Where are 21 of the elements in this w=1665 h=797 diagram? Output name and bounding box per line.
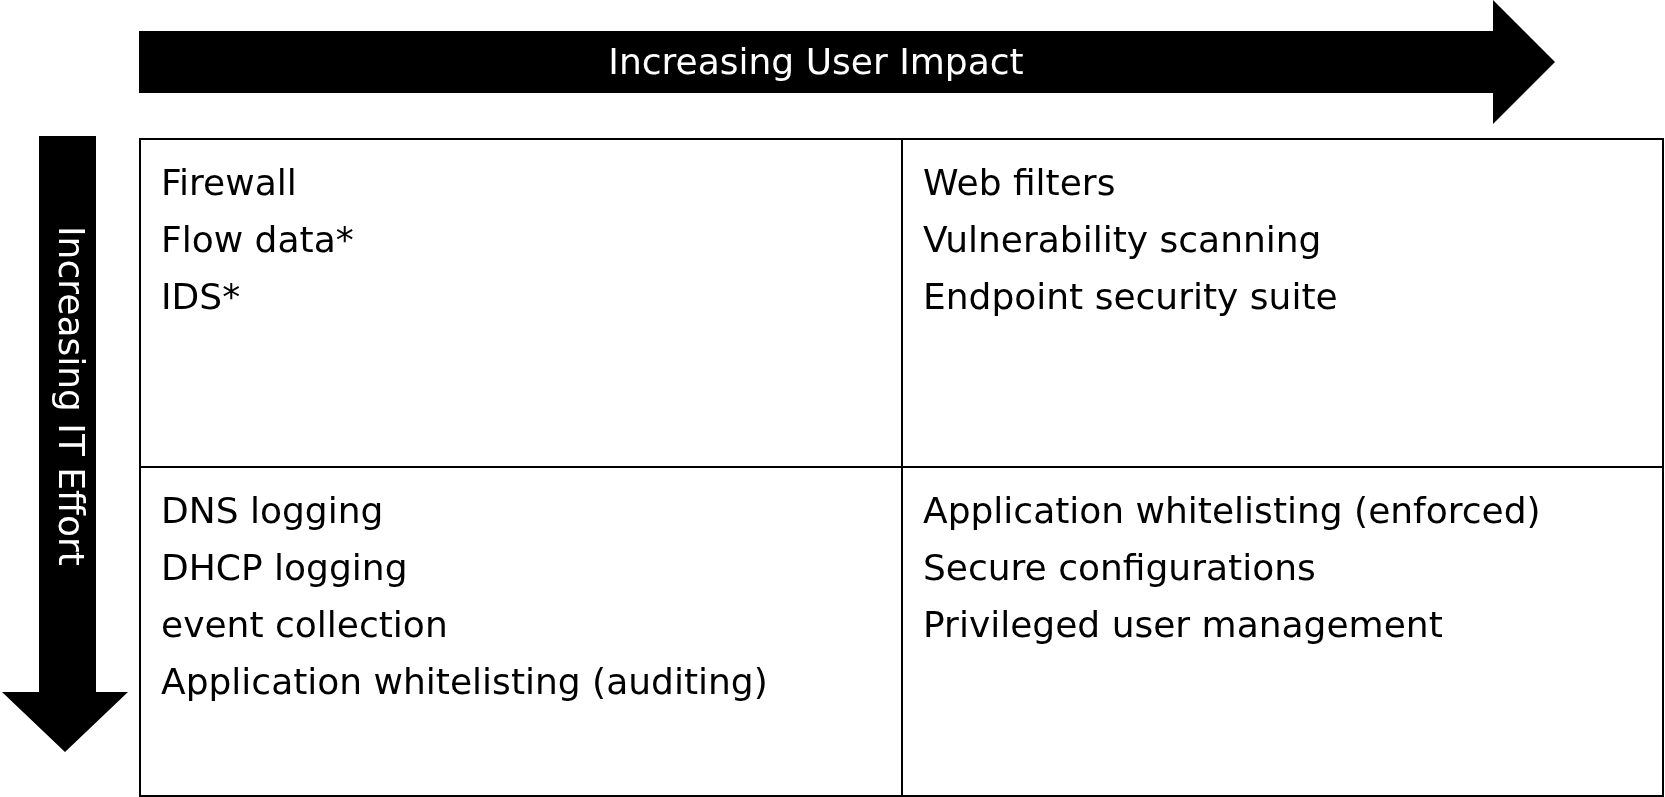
list-item: Firewall (161, 161, 297, 205)
axis-arrow (139, 0, 1555, 124)
list-item: Endpoint security suite (923, 275, 1338, 319)
list-item: DHCP logging (161, 546, 408, 590)
list-item: Web filters (923, 161, 1116, 205)
axis-arrow (2, 136, 128, 752)
list-item: Privileged user management (923, 603, 1443, 647)
axis-label: Increasing User Impact (607, 40, 1025, 84)
list-item: Vulnerability scanning (923, 218, 1322, 262)
matrix-quadrant (901, 138, 1664, 468)
matrix-quadrant (139, 138, 903, 468)
matrix-quadrant (901, 466, 1664, 797)
list-item: Secure configurations (923, 546, 1316, 590)
list-item: event collection (161, 603, 448, 647)
list-item: Application whitelisting (enforced) (923, 489, 1541, 533)
list-item: DNS logging (161, 489, 384, 533)
axis-label: Increasing IT Effort (50, 226, 92, 566)
matrix-quadrant (139, 466, 903, 797)
list-item: IDS* (161, 275, 241, 319)
list-item: Application whitelisting (auditing) (161, 660, 768, 704)
list-item: Flow data* (161, 218, 354, 262)
